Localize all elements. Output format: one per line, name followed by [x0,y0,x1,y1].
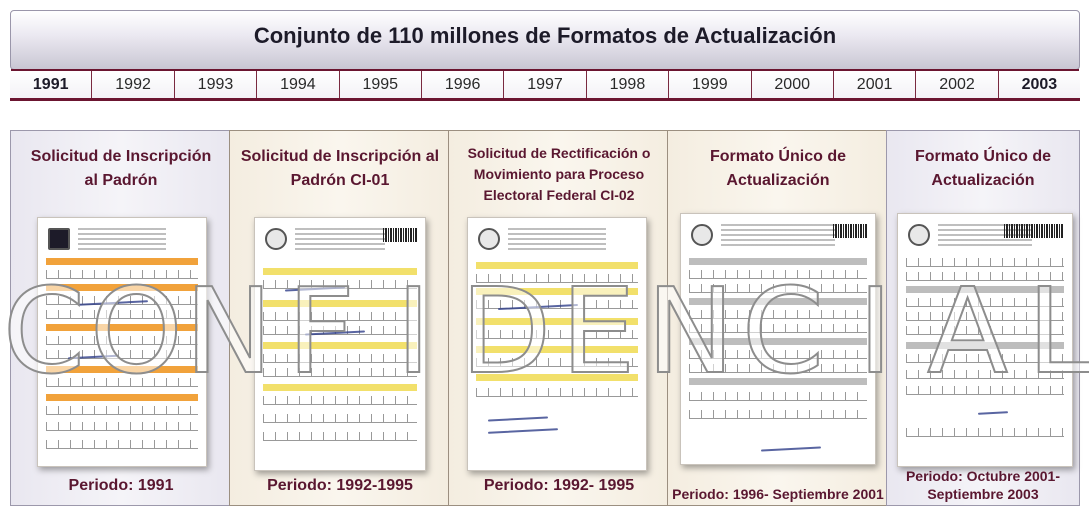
panel-form-1991: Solicitud de Inscripción al Padrón Perio… [10,130,232,506]
logo-icon [48,228,70,250]
year-cell: 1993 [174,71,258,98]
form-thumbnail [897,213,1073,467]
year-cell: 1997 [504,71,587,98]
panel-form-ci01: Solicitud de Inscripción al Padrón CI-01… [229,130,451,506]
year-cell: 2000 [751,71,834,98]
seal-icon [691,224,713,246]
year-cell: 1994 [257,71,340,98]
header-bar: Conjunto de 110 millones de Formatos de … [10,10,1080,72]
header-divider [11,69,1079,72]
form-thumbnail [680,213,876,465]
panel-title: Solicitud de Rectificación o Movimiento … [467,145,651,203]
panel-period: Periodo: 1991 [68,477,174,494]
year-cell: 2002 [916,71,999,98]
year-cell: 2003 [998,71,1081,98]
form-thumbnail [467,217,647,471]
panel-period: Periodo: Octubre 2001- Septiembre 2003 [905,468,1061,502]
year-cell: 1995 [339,71,422,98]
seal-icon [908,224,930,246]
panel-title: Solicitud de Inscripción al Padrón [30,148,212,189]
barcode-icon [1004,224,1064,238]
panel-period: Periodo: 1996- Septiembre 2001 [672,486,884,502]
year-cell: 1998 [586,71,670,98]
page-title: Conjunto de 110 millones de Formatos de … [253,23,837,48]
barcode-icon [833,224,867,238]
panel-period: Periodo: 1992-1995 [267,477,413,494]
panel-form-fua-1996: Formato Único de Actualización Periodo: … [667,130,889,506]
year-cell: 1999 [669,71,752,98]
form-thumbnail [254,217,426,471]
form-thumbnail [37,217,207,467]
year-cell: 1992 [92,71,175,98]
year-cell: 1991 [10,71,93,98]
panel-period: Periodo: 1992- 1995 [483,477,635,494]
year-cell: 1996 [421,71,505,98]
panel-form-ci02: Solicitud de Rectificación o Movimiento … [448,130,670,506]
seal-icon [265,228,287,250]
barcode-icon [383,228,417,242]
panel-title: Solicitud de Inscripción al Padrón CI-01 [240,148,440,189]
seal-icon [478,228,500,250]
year-cell: 2001 [833,71,917,98]
year-timeline: 1991 1992 1993 1994 1995 1996 1997 1998 … [10,71,1081,101]
panel-form-fua-2001: Formato Único de Actualización Periodo: … [886,130,1080,506]
panel-title: Formato Único de Actualización [914,148,1051,189]
panel-title: Formato Único de Actualización [709,148,846,189]
